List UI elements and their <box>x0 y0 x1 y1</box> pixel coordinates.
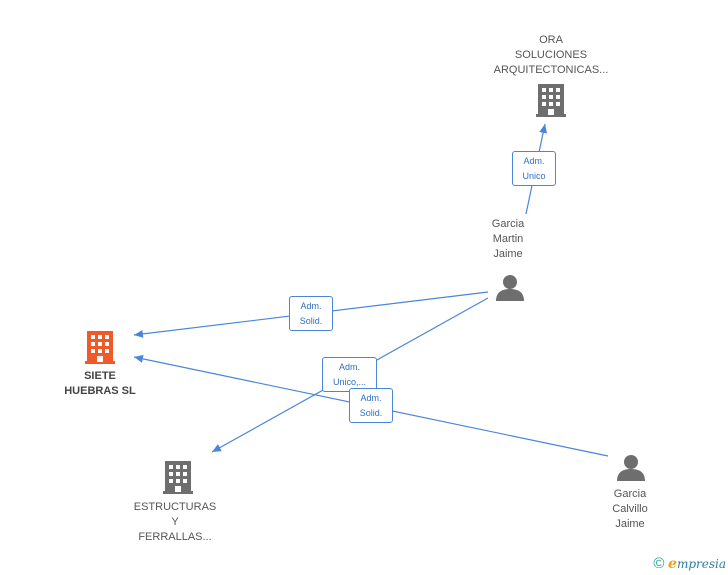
node-label-siete[interactable]: SIETE HUEBRAS SL <box>64 370 136 397</box>
edge-label-adm-solid-martin[interactable]: Adm. Solid. <box>289 296 333 331</box>
building-icon[interactable] <box>536 84 566 117</box>
edge-label-adm-unico-estructuras[interactable]: Adm. Unico,... <box>322 357 377 392</box>
building-icon[interactable] <box>163 461 193 494</box>
node-label-estructuras[interactable]: ESTRUCTURAS Y FERRALLAS... <box>133 501 217 543</box>
brand-name: empresia <box>668 556 726 572</box>
building-icon[interactable] <box>85 331 115 364</box>
person-icon[interactable] <box>617 455 645 481</box>
edge-label-adm-unico[interactable]: Adm. Unico <box>512 151 556 186</box>
node-label-garcia-calvillo[interactable]: Garcia Calvillo Jaime <box>612 488 648 530</box>
copyright-icon: © <box>653 555 665 572</box>
empresia-logo[interactable]: © empresia <box>653 555 726 572</box>
person-icon[interactable] <box>496 275 524 301</box>
node-label-garcia-martin[interactable]: Garcia Martin Jaime <box>491 218 525 260</box>
node-label-ora[interactable]: ORA SOLUCIONES ARQUITECTONICAS... <box>493 34 609 76</box>
edge-label-adm-solid-calvillo[interactable]: Adm. Solid. <box>349 388 393 423</box>
